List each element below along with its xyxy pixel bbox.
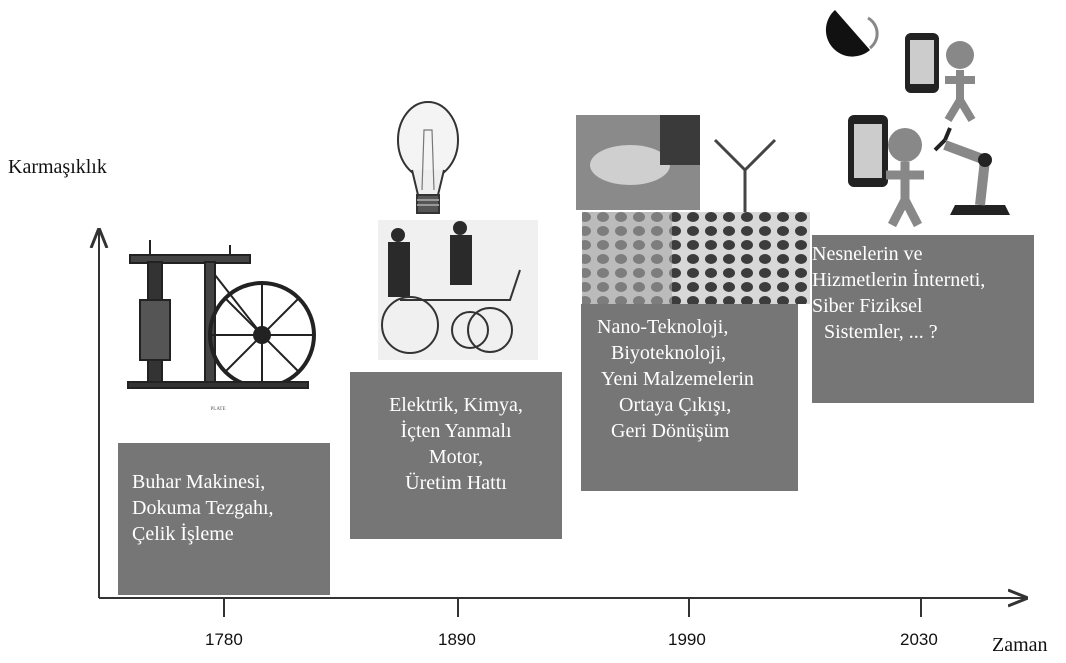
year-label: 2030: [900, 630, 938, 649]
era-box: Buhar Makinesi, Dokuma Tezgahı, Çelik İş…: [118, 443, 330, 595]
era-line: Üretim Hattı: [405, 472, 507, 494]
x-axis-label: Zaman: [992, 634, 1048, 656]
year-label: 1890: [438, 630, 476, 649]
era-line: Sistemler, ... ?: [824, 321, 938, 343]
era-line: Motor,: [428, 446, 484, 468]
y-axis-label: Karmaşıklık: [8, 156, 107, 178]
era-line: Ortaya Çıkışı,: [619, 394, 732, 416]
year-label: 1780: [205, 630, 243, 649]
era-line: Çelik İşleme: [132, 523, 234, 545]
era-line: Buhar Makinesi,: [132, 471, 266, 493]
era-line: İçten Yanmalı: [400, 420, 512, 442]
era-line: Nesnelerin ve: [812, 243, 923, 265]
era-box: Elektrik, Kimya, İçten Yanmalı Motor, Ür…: [350, 372, 562, 539]
era-line: Hizmetlerin İnterneti,: [812, 269, 986, 291]
era-line: Siber Fiziksel: [812, 295, 923, 317]
era-line: Yeni Malzemelerin: [601, 368, 754, 390]
molecule-icon: [713, 138, 777, 215]
era-line: Nano-Teknoloji,: [597, 316, 729, 338]
era-line: Dokuma Tezgahı,: [132, 497, 274, 519]
person-with-phone-icon: [905, 33, 976, 123]
svg-text:PLATE: PLATE: [211, 407, 226, 412]
robot-arm-icon: [933, 127, 1010, 215]
era-box: Nesnelerin ve Hizmetlerin İnterneti, Sib…: [812, 235, 1034, 403]
era-line: Geri Dönüşüm: [611, 420, 730, 442]
year-label: 1990: [668, 630, 706, 649]
sensor-icon: [825, 10, 870, 57]
era-line: Biyoteknoloji,: [611, 342, 726, 364]
era-box: Nano-Teknoloji, Biyoteknoloji, Yeni Malz…: [581, 304, 798, 491]
era-line: Elektrik, Kimya,: [389, 394, 523, 416]
person-with-tablet-icon: [848, 115, 924, 228]
